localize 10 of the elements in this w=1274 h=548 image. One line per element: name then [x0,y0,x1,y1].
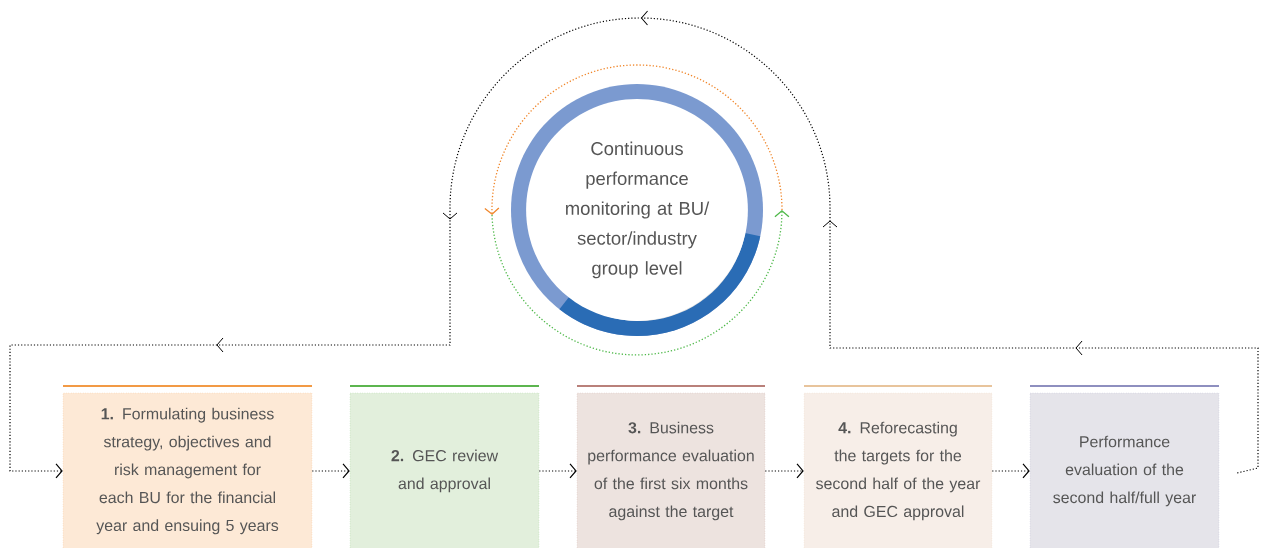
process-box: 1. Formulating business strategy, objectives and risk management for each BU for the financial year and ensuing 5 years [62,385,313,548]
arrow [764,463,804,479]
arrow [311,463,350,479]
process-box: 4. Reforecasting the targets for the second half of the year and GEC approval [803,385,993,548]
process-box: 2. GEC review and approval [349,385,540,548]
process-box: Performance evaluation of the second half/full year [1029,385,1220,548]
arrow [538,463,577,479]
arrow [991,463,1030,479]
arrow [9,10,1259,479]
process-box: 3. Business performance evaluation of the first six months against the target [576,385,766,548]
